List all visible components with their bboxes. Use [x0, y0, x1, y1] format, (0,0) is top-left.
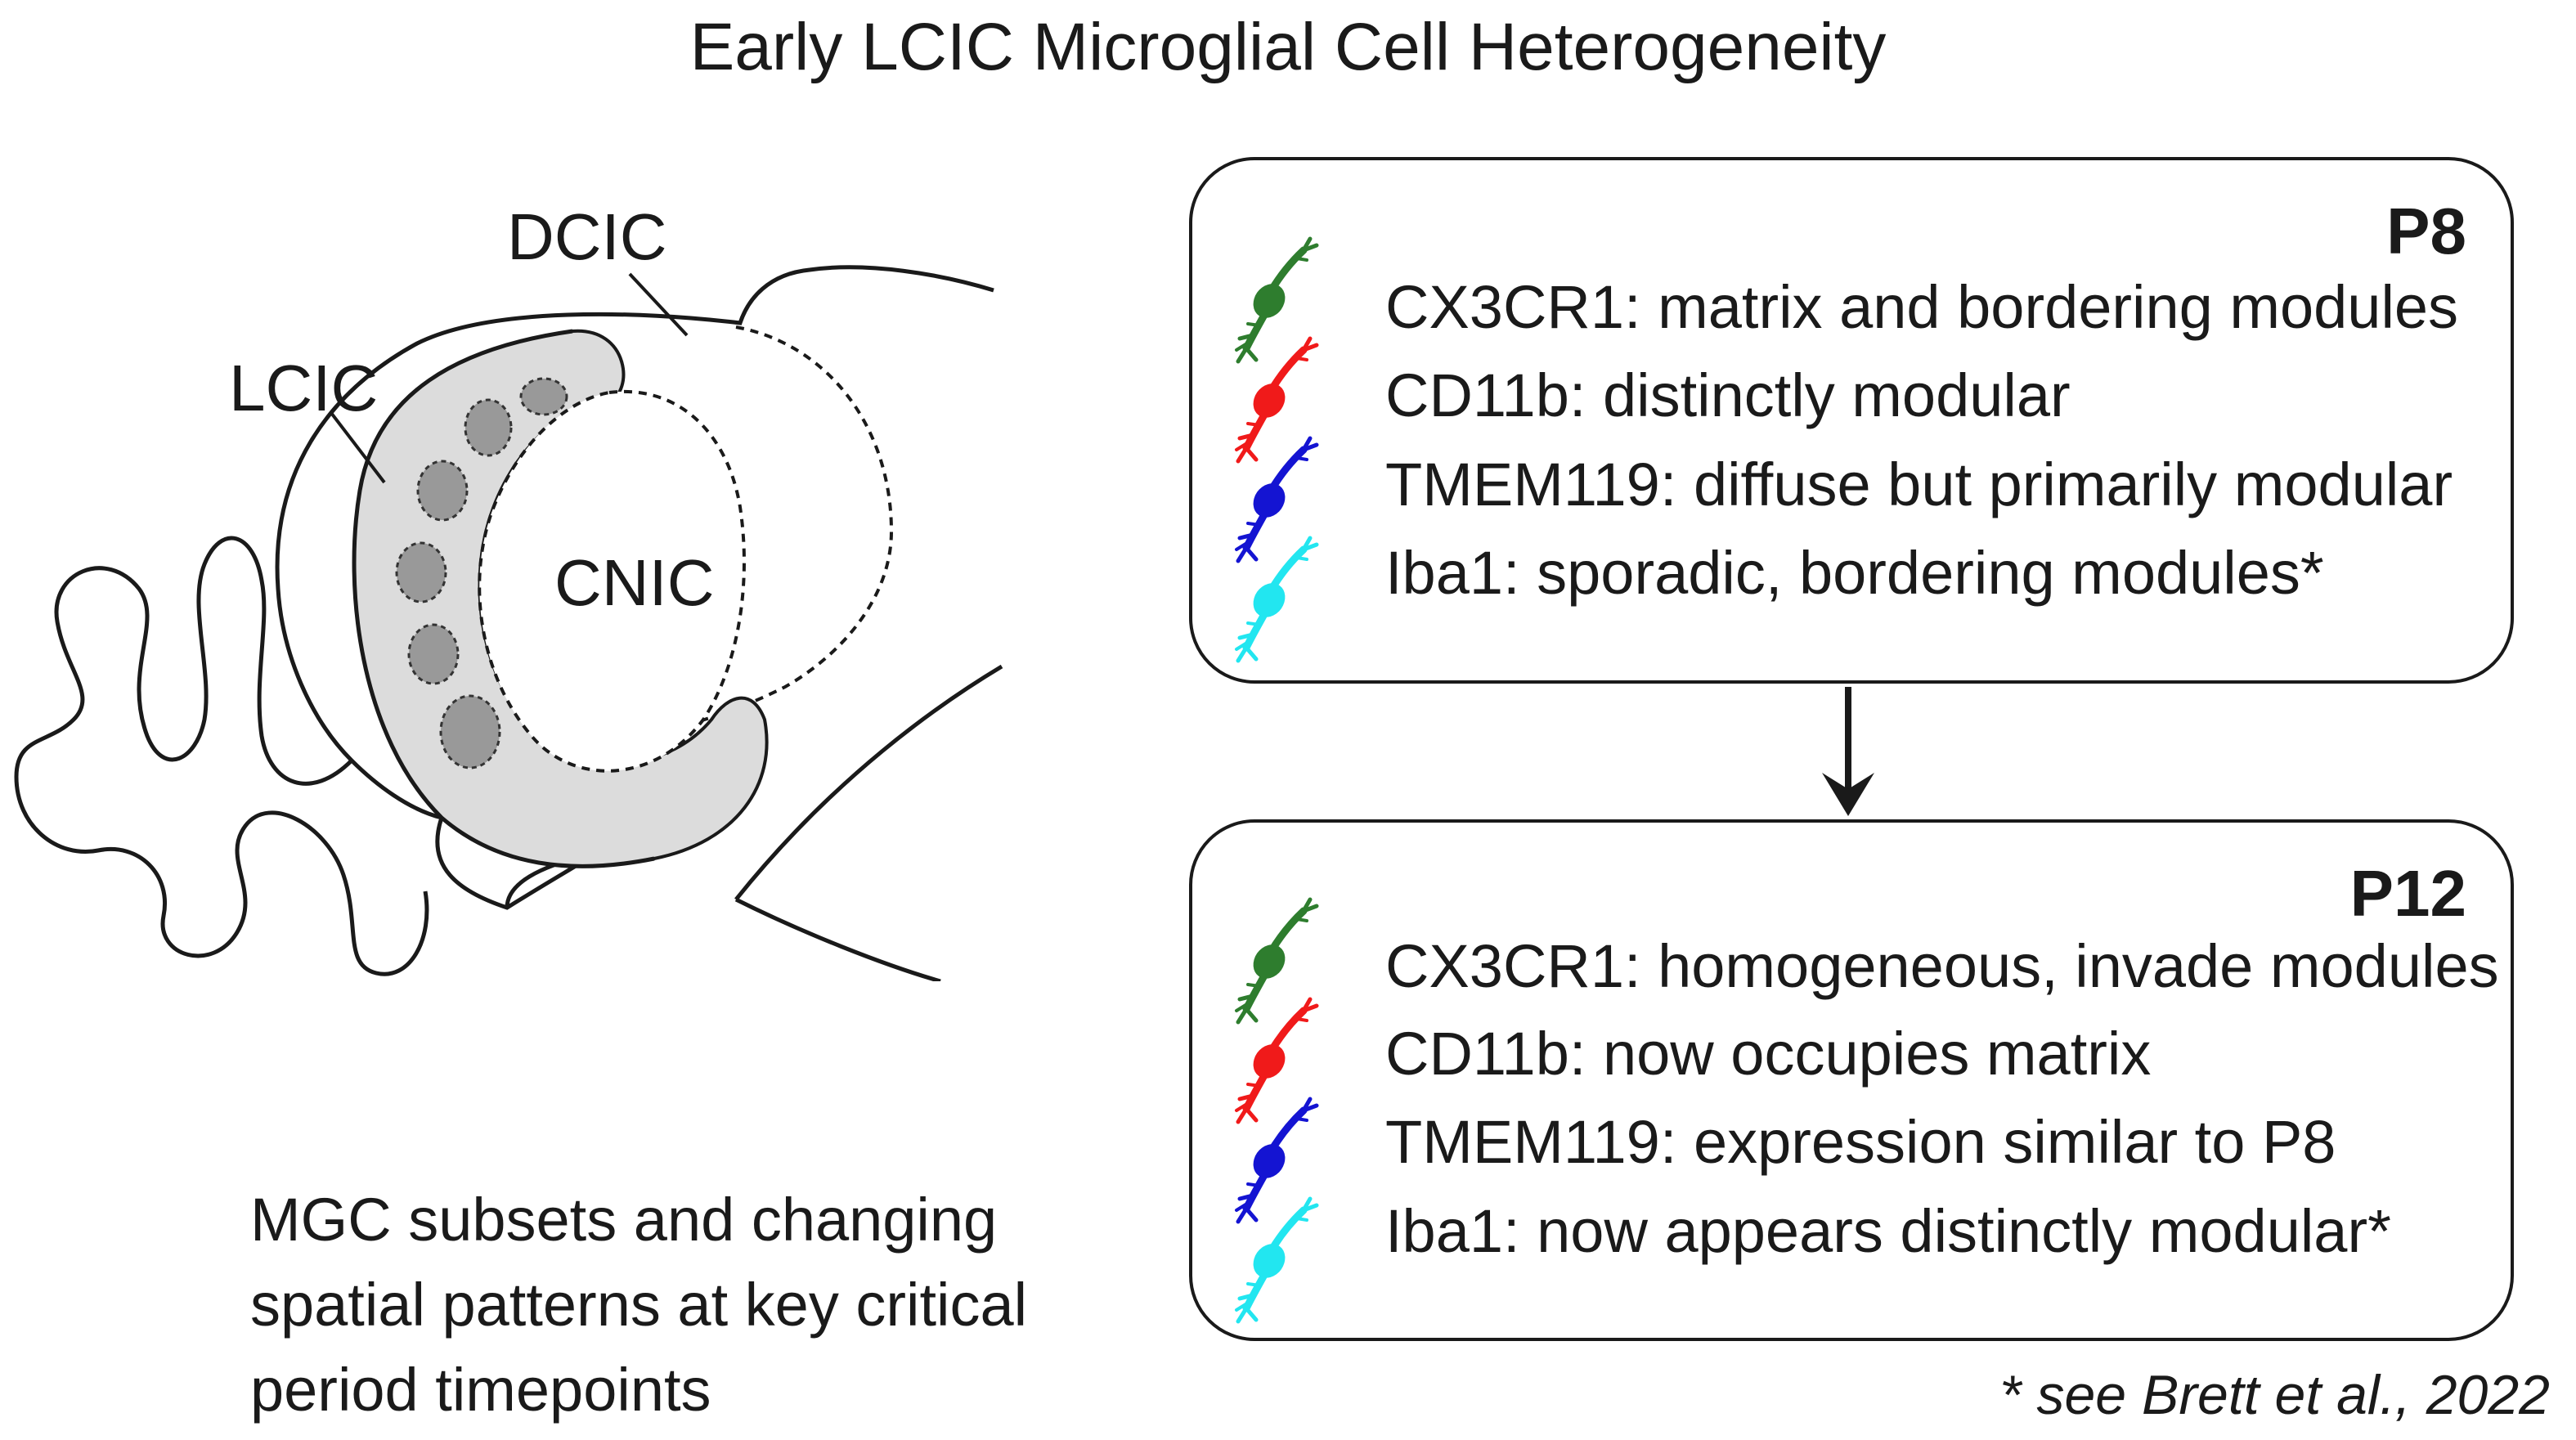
module: [439, 694, 501, 769]
microglia-cell-icon: [1232, 895, 1322, 1034]
cnic-boundary: [478, 389, 746, 773]
caption-line: period timepoints: [250, 1356, 711, 1424]
marker-row: CD11b: now occupies matrix: [1385, 1020, 2152, 1088]
right-contour: [678, 325, 894, 729]
marker-row: CX3CR1: matrix and bordering modules: [1385, 273, 2459, 341]
module: [519, 377, 568, 416]
marker-row: Iba1: now appears distinctly modular*: [1385, 1197, 2391, 1265]
module: [407, 623, 460, 685]
citation-footnote: * see Brett et al., 2022: [1999, 1364, 2550, 1426]
microglia-cell-icon: [1232, 1194, 1322, 1333]
marker-row: TMEM119: expression similar to P8: [1385, 1108, 2336, 1176]
module: [395, 541, 447, 603]
module: [464, 398, 513, 457]
microglia-cell-icon: [1232, 533, 1322, 672]
panel-timepoint: P12: [2349, 857, 2466, 930]
microglia-cell-icon: [1232, 994, 1322, 1133]
ic-schematic: [14, 265, 1003, 981]
figure-caption: MGC subsets and changing spatial pattern…: [250, 1178, 1068, 1433]
figure-title: Early LCIC Microglial Cell Heterogeneity: [689, 10, 1887, 84]
dcic-leader: [628, 272, 689, 337]
cnic-label: CNIC: [554, 546, 715, 619]
microglia-cell-icon: [1232, 433, 1322, 572]
caption-line: spatial patterns at key critical: [250, 1271, 1028, 1339]
panel-p8: P8 CX3CR1: matrix and bordering modules …: [1189, 157, 2514, 684]
panel-p12: P12 CX3CR1: homogeneous, invade modules …: [1189, 819, 2514, 1341]
marker-row: CX3CR1: homogeneous, invade modules: [1385, 932, 2499, 1000]
module: [416, 460, 469, 522]
lcic-outer-edge: [352, 329, 655, 868]
fold-outline: [14, 536, 429, 976]
marker-row: Iba1: sporadic, bordering modules*: [1385, 539, 2324, 607]
lcic-label: LCIC: [229, 352, 379, 424]
marker-row: CD11b: distinctly modular: [1385, 361, 2071, 429]
lcic-leader: [330, 411, 386, 484]
marker-row: TMEM119: diffuse but primarily modular: [1385, 451, 2453, 518]
panel-timepoint: P8: [2386, 195, 2466, 267]
lower-right-contour: [734, 664, 1003, 901]
microglia-cell-icon: [1232, 1094, 1322, 1233]
lower-right-contour-2: [734, 897, 941, 981]
microglia-cell-icon: [1232, 334, 1322, 473]
caption-line: MGC subsets and changing: [250, 1186, 998, 1254]
dcic-label: DCIC: [507, 200, 667, 273]
microglia-cell-icon: [1232, 234, 1322, 373]
down-arrow-icon: [1822, 687, 1874, 816]
